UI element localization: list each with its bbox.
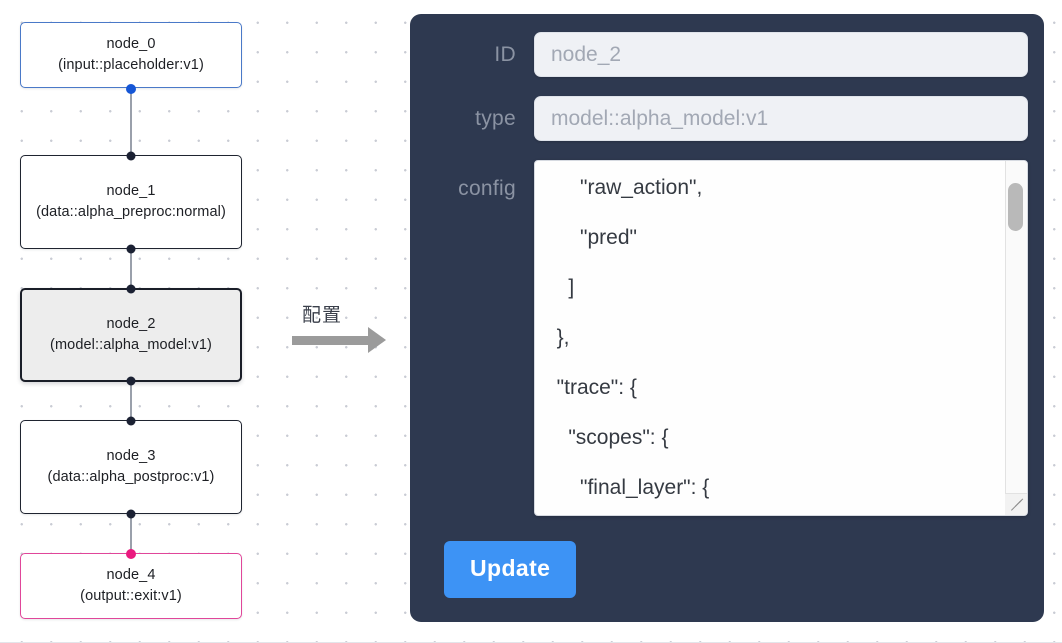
node_3-source-handle[interactable]	[126, 509, 136, 519]
config-textarea[interactable]: "raw_action", "pred" ] }, "trace": { "sc…	[534, 160, 1028, 516]
config-field-label: config	[458, 177, 516, 200]
graph-node-node_1[interactable]: node_1 (data::alpha_preproc:normal)	[20, 155, 242, 249]
type-field-label: type	[475, 107, 516, 130]
graph-node-label: node_4 (output::exit:v1)	[80, 567, 182, 604]
field-row-config: config "raw_action", "pred" ] }, "trace"…	[426, 160, 1028, 516]
graph-node-node_2[interactable]: node_2 (model::alpha_model:v1)	[20, 288, 242, 382]
node_3-target-handle[interactable]	[126, 416, 136, 426]
node_2-target-handle[interactable]	[126, 284, 136, 294]
panel-actions: Update	[426, 541, 1028, 598]
config-scrollbar-track[interactable]	[1005, 161, 1027, 515]
edge-node3-node4	[130, 514, 132, 553]
graph-node-node_3[interactable]: node_3 (data::alpha_postproc:v1)	[20, 420, 242, 514]
node_1-source-handle[interactable]	[126, 244, 136, 254]
annotation-caption: 配置	[302, 305, 343, 326]
node-inspector-panel: ID node_2 type model::alpha_model:v1 con…	[410, 14, 1044, 622]
config-textarea-content: "raw_action", "pred" ] }, "trace": { "sc…	[556, 176, 710, 499]
config-resize-handle-icon[interactable]	[1005, 493, 1027, 515]
field-row-id: ID node_2	[426, 32, 1028, 77]
graph-node-node_0[interactable]: node_0 (input::placeholder:v1)	[20, 22, 242, 88]
graph-node-label: node_1 (data::alpha_preproc:normal)	[36, 183, 226, 220]
update-button[interactable]: Update	[444, 541, 577, 598]
node_0-source-handle[interactable]	[126, 84, 136, 94]
node_2-source-handle[interactable]	[126, 376, 136, 386]
graph-node-label: node_2 (model::alpha_model:v1)	[50, 316, 212, 353]
graph-node-label: node_0 (input::placeholder:v1)	[58, 36, 204, 73]
config-scrollbar-thumb[interactable]	[1008, 183, 1023, 231]
edge-node2-node3	[130, 382, 132, 420]
node_4-target-handle[interactable]	[126, 549, 136, 559]
arrow-shaft-icon	[292, 336, 368, 345]
type-input[interactable]: model::alpha_model:v1	[534, 96, 1028, 141]
annotation-arrow-group: 配置	[292, 300, 402, 360]
field-row-type: type model::alpha_model:v1	[426, 96, 1028, 141]
node_1-target-handle[interactable]	[126, 151, 136, 161]
edge-node0-node1	[130, 88, 132, 155]
edge-node1-node2	[130, 249, 132, 288]
graph-node-node_4[interactable]: node_4 (output::exit:v1)	[20, 553, 242, 619]
id-field-label: ID	[494, 43, 516, 66]
graph-node-label: node_3 (data::alpha_postproc:v1)	[47, 448, 215, 485]
arrow-head-icon	[368, 327, 386, 353]
id-input[interactable]: node_2	[534, 32, 1028, 77]
